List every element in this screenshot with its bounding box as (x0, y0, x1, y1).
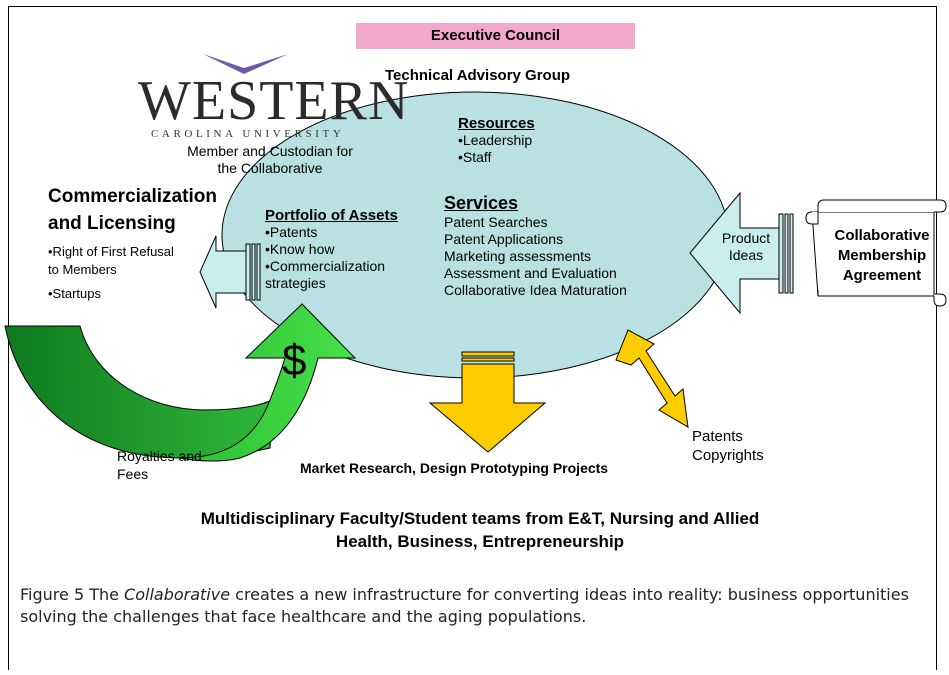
agreement-line-3: Agreement (842, 267, 922, 284)
member-custodian-label: Member and Custodian for the Collaborati… (170, 143, 370, 177)
member-line-1: Member and Custodian for (187, 143, 353, 159)
green-dark-arrow (4, 325, 273, 459)
technical-advisory-label: Technical Advisory Group (385, 67, 571, 84)
green-light-arrow (179, 303, 357, 462)
commercialization-bullet: •Startups (48, 286, 101, 301)
member-line-2: the Collaborative (217, 160, 323, 176)
services-item: Assessment and Evaluation (444, 265, 617, 281)
commercialization-title-line2: and Licensing (48, 213, 176, 234)
caption-rest: creates a new infrastructure for convert… (20, 585, 909, 626)
services-item: Patent Searches (444, 214, 548, 230)
commercialization-arrow (199, 235, 261, 309)
agreement-scroll-icon (805, 199, 947, 307)
resources-item: •Leadership (458, 132, 533, 148)
services-item: Marketing assessments (444, 248, 592, 264)
portfolio-title-part1: Portfolio of (265, 207, 345, 224)
resources-title: Resources (458, 115, 535, 132)
services-item: Patent Applications (444, 231, 564, 247)
membership-agreement-label: Collaborative Membership Agreement (822, 226, 942, 286)
portfolio-title: Portfolio of Assets (265, 207, 398, 224)
agreement-line-1: Collaborative (834, 227, 930, 244)
resources-block: Resources •Leadership •Staff (458, 115, 535, 166)
bullet-line: •Right of First Refusal (48, 244, 174, 259)
royalties-cycle-arrows (4, 303, 357, 462)
market-research-arrow (428, 351, 547, 453)
caption-italic: Collaborative (124, 585, 231, 604)
services-item: Collaborative Idea Maturation (444, 282, 627, 298)
portfolio-block: Portfolio of Assets •Patents •Know how •… (265, 207, 398, 292)
royalties-line-1: Royalties and (117, 448, 202, 464)
patents-line-2: Copyrights (692, 447, 764, 464)
patents-line-1: Patents (692, 428, 743, 445)
dollar-icon: $ (282, 336, 307, 385)
western-logo-word: WESTERN (138, 70, 410, 132)
western-logo-subtitle: CAROLINA UNIVERSITY (151, 128, 345, 140)
resources-item: •Staff (458, 149, 492, 165)
agreement-line-2: Membership (837, 247, 927, 264)
portfolio-title-part2: Assets (348, 207, 398, 224)
logo-chevron-icon (203, 54, 288, 74)
product-ideas-arrow (689, 191, 794, 315)
figure-caption: Figure 5 The Collaborative creates a new… (20, 584, 920, 628)
commercialization-title: Commercialization and Licensing (48, 183, 217, 237)
services-title: Services (444, 193, 519, 213)
multidisciplinary-line-1: Multidisciplinary Faculty/Student teams … (200, 509, 760, 528)
bullet-line: to Members (48, 262, 117, 277)
commercialization-title-line1: Commercialization (48, 186, 217, 207)
executive-council-box: Executive Council (356, 23, 635, 49)
multidisciplinary-label: Multidisciplinary Faculty/Student teams … (120, 507, 840, 553)
portfolio-item: •Patents (265, 224, 318, 240)
services-block: Services Patent Searches Patent Applicat… (444, 193, 627, 299)
commercialization-bullet: •Right of First Refusal to Members (48, 243, 174, 279)
product-ideas-label: Product Ideas (712, 230, 780, 264)
market-research-label: Market Research, Design Prototyping Proj… (300, 460, 609, 476)
portfolio-item: •Know how (265, 241, 335, 257)
product-line-2: Ideas (728, 247, 764, 263)
portfolio-item: •Commercialization (265, 258, 386, 274)
portfolio-item: strategies (265, 275, 326, 291)
multidisciplinary-line-2: Health, Business, Entrepreneurship (335, 532, 625, 551)
patents-double-arrow (615, 329, 689, 428)
royalties-line-2: Fees (117, 466, 149, 482)
royalties-label: Royalties and Fees (117, 447, 202, 483)
patents-copyrights-label: Patents Copyrights (692, 427, 764, 465)
product-line-1: Product (721, 230, 771, 246)
commercialization-bullets: •Right of First Refusal to Members •Star… (48, 243, 174, 309)
caption-prefix: Figure 5 The (20, 585, 125, 604)
